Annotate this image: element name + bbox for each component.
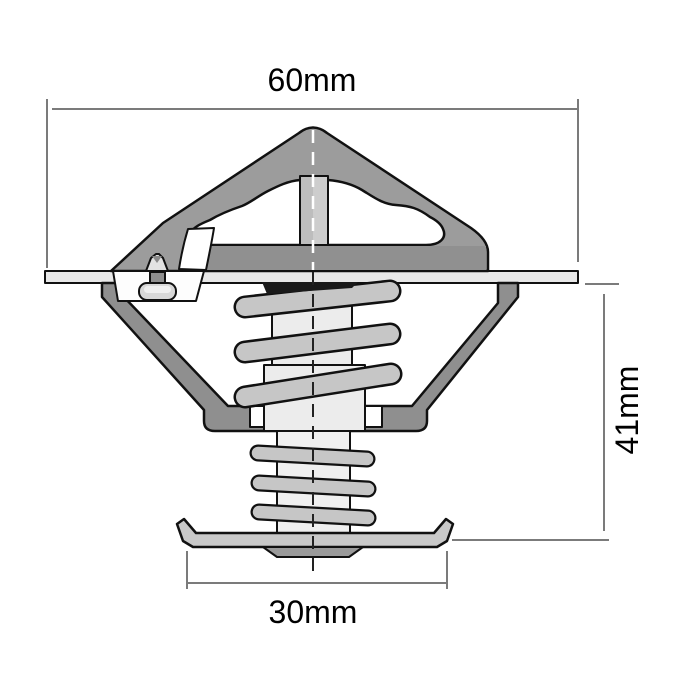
bridge-base-band bbox=[203, 246, 486, 270]
bridge-foot-wedge bbox=[178, 227, 215, 271]
bottom-disc bbox=[262, 546, 364, 558]
main-spring bbox=[233, 279, 403, 409]
dimension-side-height: 41mm bbox=[452, 283, 645, 541]
piston-column bbox=[299, 175, 329, 246]
label-60mm: 60mm bbox=[268, 62, 357, 98]
spring-seat-shadow bbox=[262, 282, 358, 294]
label-41mm: 41mm bbox=[609, 366, 645, 455]
main-spring-coil-3 bbox=[233, 362, 403, 409]
dimension-top-width: 60mm bbox=[46, 62, 579, 268]
bottom-plate bbox=[175, 517, 455, 549]
secondary-spring-coil-2 bbox=[250, 474, 377, 498]
main-spring-coil-1 bbox=[233, 279, 402, 319]
cage-frame bbox=[100, 281, 520, 433]
main-spring-coil-2 bbox=[233, 322, 402, 364]
jiggle-pin-foot-highlight bbox=[144, 286, 171, 293]
cage-notch-left bbox=[249, 405, 266, 428]
jiggle-valve-cone-tip bbox=[152, 256, 162, 263]
dimension-bottom-width: 30mm bbox=[186, 551, 448, 630]
label-30mm: 30mm bbox=[269, 594, 358, 630]
secondary-spring bbox=[249, 444, 377, 527]
cage-notch-right bbox=[364, 405, 383, 428]
jiggle-valve bbox=[112, 253, 205, 302]
